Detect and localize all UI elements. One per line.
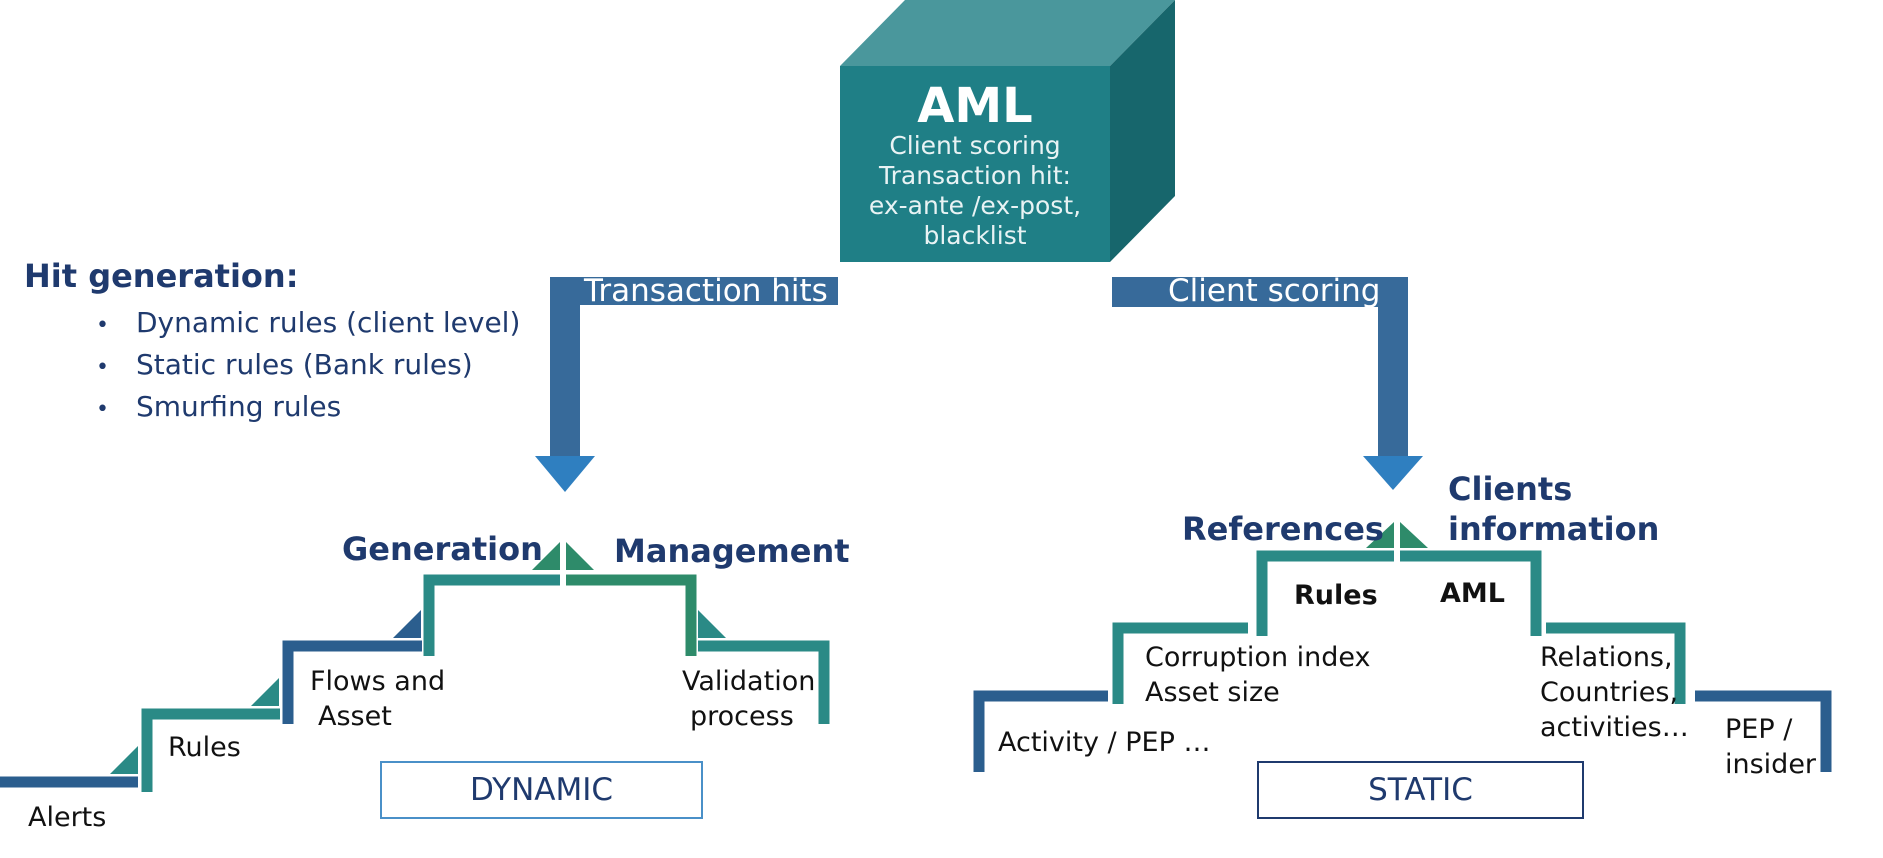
step-flows-line2: Asset — [318, 701, 392, 732]
step-rules-top-bracket — [1256, 550, 1394, 636]
step-corner-triangle — [110, 746, 138, 774]
references-peak-triangle — [1366, 522, 1394, 548]
step-corner-triangle — [698, 610, 726, 638]
aml-line-transaction-hit: Transaction hit: — [879, 161, 1071, 190]
client-scoring-banner — [1112, 277, 1408, 307]
step-alerts-label: Alerts — [28, 802, 107, 833]
aml-title: AML — [917, 78, 1033, 134]
static-staircase — [973, 522, 1832, 819]
dynamic-staircase — [0, 542, 830, 819]
step-pep-line2: insider — [1725, 749, 1817, 780]
bullet-icon: • — [96, 313, 109, 338]
client-scoring-arrowhead — [1363, 456, 1423, 490]
step-activity-label: Activity / PEP … — [998, 727, 1211, 758]
cube-front-face — [840, 66, 1110, 262]
dynamic-box — [380, 761, 703, 819]
step-corruption-line2: Asset size — [1145, 677, 1280, 708]
step-validation-line2: process — [690, 701, 794, 732]
step-corner-triangle — [251, 678, 279, 706]
transaction-hits-arrow — [535, 277, 838, 492]
aml-line-blacklist: blacklist — [923, 221, 1027, 250]
step-validation-line1: Validation — [682, 666, 816, 697]
list-item: • Smurfing rules — [96, 386, 520, 428]
step-pep-line1: PEP / — [1725, 714, 1793, 745]
generation-peak-triangle — [532, 542, 560, 570]
list-item-label: Static rules (Bank rules) — [136, 348, 473, 381]
management-title: Management — [614, 532, 850, 570]
step-corruption-bracket — [1112, 622, 1248, 704]
client-scoring-arrow — [1112, 277, 1423, 490]
clients-peak-triangle — [1400, 522, 1428, 548]
client-scoring-label: Client scoring — [1168, 273, 1381, 309]
step-relations-line2: Countries, — [1540, 677, 1679, 708]
bullet-icon: • — [96, 397, 109, 422]
step-corruption-line1: Corruption index — [1145, 642, 1371, 673]
step-relations-line3: activities… — [1540, 712, 1689, 743]
step-relations-line1: Relations, — [1540, 642, 1673, 673]
step-rules-bracket — [141, 708, 280, 792]
list-item-label: Smurfing rules — [136, 390, 342, 423]
aml-line-client-scoring: Client scoring — [889, 131, 1061, 160]
step-aml-top-bracket — [1400, 550, 1542, 636]
cube-top-face — [840, 0, 1175, 66]
step-flows-line1: Flows and — [310, 666, 446, 697]
list-item: • Static rules (Bank rules) — [96, 344, 520, 386]
generation-title: Generation — [342, 530, 543, 568]
aml-line-ex-ante: ex-ante /ex-post, — [868, 191, 1082, 220]
dynamic-box-label: DYNAMIC — [469, 772, 614, 808]
aml-cube — [840, 0, 1175, 262]
references-title: References — [1182, 510, 1384, 548]
transaction-hits-banner — [550, 277, 838, 305]
step-pep-bracket — [1695, 690, 1832, 772]
clients-information-line1: Clients — [1448, 470, 1573, 508]
step-generation-bracket — [423, 574, 560, 656]
hit-generation-list: • Dynamic rules (client level) • Static ru… — [96, 302, 520, 428]
static-rules-label: Rules — [1294, 580, 1378, 611]
list-item: • Dynamic rules (client level) — [96, 302, 520, 344]
bullet-icon: • — [96, 355, 109, 380]
management-peak-triangle — [566, 542, 594, 570]
step-management-bracket — [566, 574, 697, 656]
step-validation-bracket — [698, 640, 830, 724]
transaction-hits-arrowhead — [535, 456, 595, 492]
step-relations-bracket — [1546, 622, 1686, 704]
transaction-hits-shaft — [550, 277, 580, 457]
client-scoring-shaft — [1378, 277, 1408, 457]
static-aml-label: AML — [1440, 578, 1505, 609]
step-corner-triangle — [393, 610, 421, 638]
step-activity-bracket — [973, 690, 1108, 772]
step-rules-label: Rules — [168, 732, 241, 763]
static-box — [1257, 761, 1584, 819]
hit-generation-title: Hit generation: — [24, 257, 299, 295]
clients-information-line2: information — [1448, 510, 1660, 548]
static-box-label: STATIC — [1368, 772, 1473, 808]
list-item-label: Dynamic rules (client level) — [136, 306, 521, 339]
transaction-hits-label: Transaction hits — [584, 273, 828, 309]
step-flows-bracket — [282, 640, 422, 724]
cube-side-face — [1110, 0, 1175, 262]
